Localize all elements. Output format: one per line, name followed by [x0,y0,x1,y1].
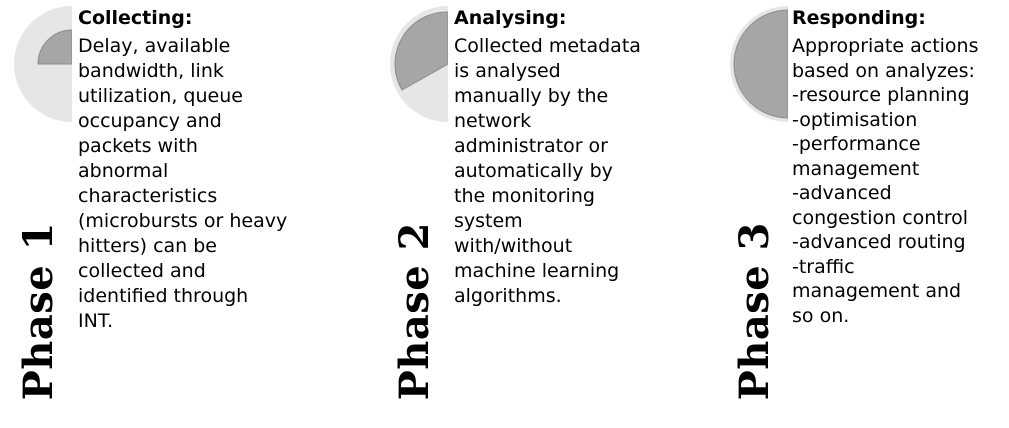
phase-3-content: Responding: Appropriate actions based on… [792,6,979,328]
phase-1-content: Collecting: Delay, available bandwidth, … [78,6,287,334]
phase-label-container: Phase 3 [722,120,786,400]
phase-1-description: Delay, available bandwidth, link utiliza… [78,35,288,332]
phase-3-label: Phase 3 [730,221,778,400]
phase-label-container: Phase 2 [382,120,446,400]
pie-three-quarter-svg [730,6,788,122]
phase-3-description: Appropriate actions based on analyzes: -… [792,35,979,327]
pie-quarter-icon [6,4,72,124]
pie-three-quarter-icon [722,4,788,124]
phase-3-title: Responding: [792,7,926,29]
phase-2-column: Phase 2 Analysing: Collected metadata is… [376,0,696,428]
phase-2-content: Analysing: Collected metadata is analyse… [454,6,641,309]
phase-1-column: Phase 1 Collecting: Delay, available ban… [0,0,340,428]
pie-half-icon [382,4,448,124]
phase-1-label: Phase 1 [14,221,62,400]
phase-2-description: Collected metadata is analysed manually … [454,35,641,307]
phase-label-container: Phase 1 [6,120,70,400]
pie-half-svg [390,6,448,122]
phase-2-label: Phase 2 [390,221,438,400]
phase-3-column: Phase 3 Responding: Appropriate actions … [716,0,1009,428]
phase-1-title: Collecting: [78,7,193,29]
phase-2-title: Analysing: [454,7,567,29]
pie-quarter-svg [14,6,72,122]
